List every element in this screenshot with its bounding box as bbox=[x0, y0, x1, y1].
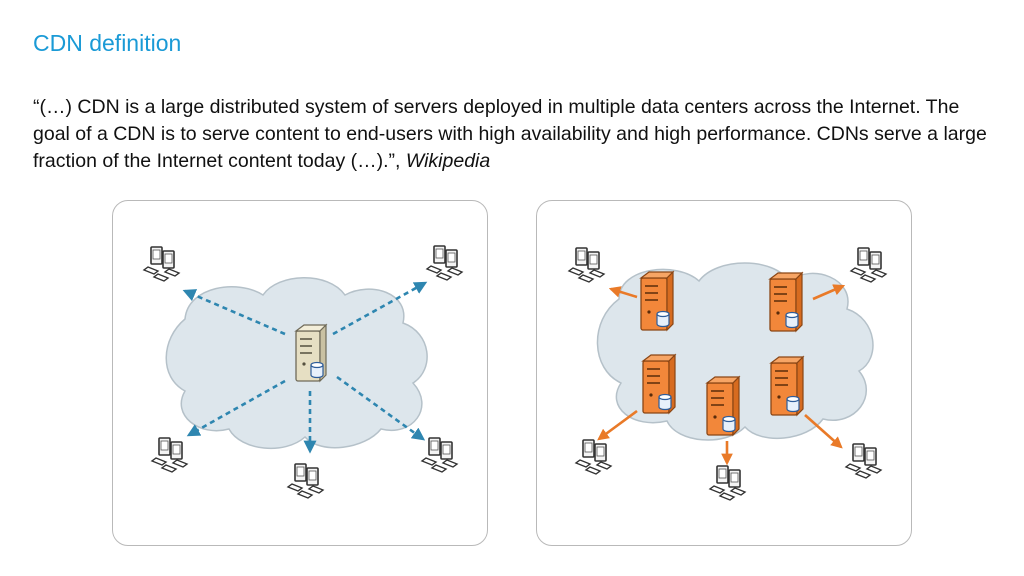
origin-server-icon bbox=[295, 324, 327, 382]
client-computer-icon bbox=[845, 443, 882, 479]
definition-quote: “(…) CDN is a large distributed system o… bbox=[33, 94, 993, 175]
cdn-server-icon bbox=[640, 271, 674, 331]
quote-source: Wikipedia bbox=[405, 150, 491, 172]
cdn-server-icon bbox=[769, 272, 803, 332]
centralized-server-diagram bbox=[112, 200, 488, 546]
client-computer-icon bbox=[421, 437, 458, 473]
client-computer-icon bbox=[151, 437, 188, 473]
cdn-arrow-top-right bbox=[812, 284, 846, 301]
cdn-arrow-top-left bbox=[608, 286, 638, 299]
cdn-server-icon bbox=[770, 356, 804, 416]
quote-text: “(…) CDN is a large distributed system o… bbox=[33, 96, 987, 172]
client-computer-icon bbox=[568, 247, 605, 283]
client-computer-icon bbox=[143, 246, 180, 282]
client-computer-icon bbox=[709, 465, 746, 501]
dashed-arrow-bottom-left bbox=[186, 379, 286, 437]
client-computer-icon bbox=[287, 463, 324, 499]
client-computer-icon bbox=[850, 247, 887, 283]
cdn-diagram bbox=[536, 200, 912, 546]
cdn-arrow-bottom-left bbox=[597, 409, 638, 441]
cdn-arrow-bottom-right bbox=[804, 414, 843, 449]
slide-title: CDN definition bbox=[33, 30, 182, 56]
client-computer-icon bbox=[426, 245, 463, 281]
centralized-diagram-svg bbox=[143, 245, 463, 499]
cdn-server-icon bbox=[706, 376, 740, 436]
cdn-server-icon bbox=[642, 354, 676, 414]
dashed-arrow-top-left bbox=[182, 289, 286, 336]
cdn-diagram-svg bbox=[568, 247, 887, 501]
client-computer-icon bbox=[575, 439, 612, 475]
